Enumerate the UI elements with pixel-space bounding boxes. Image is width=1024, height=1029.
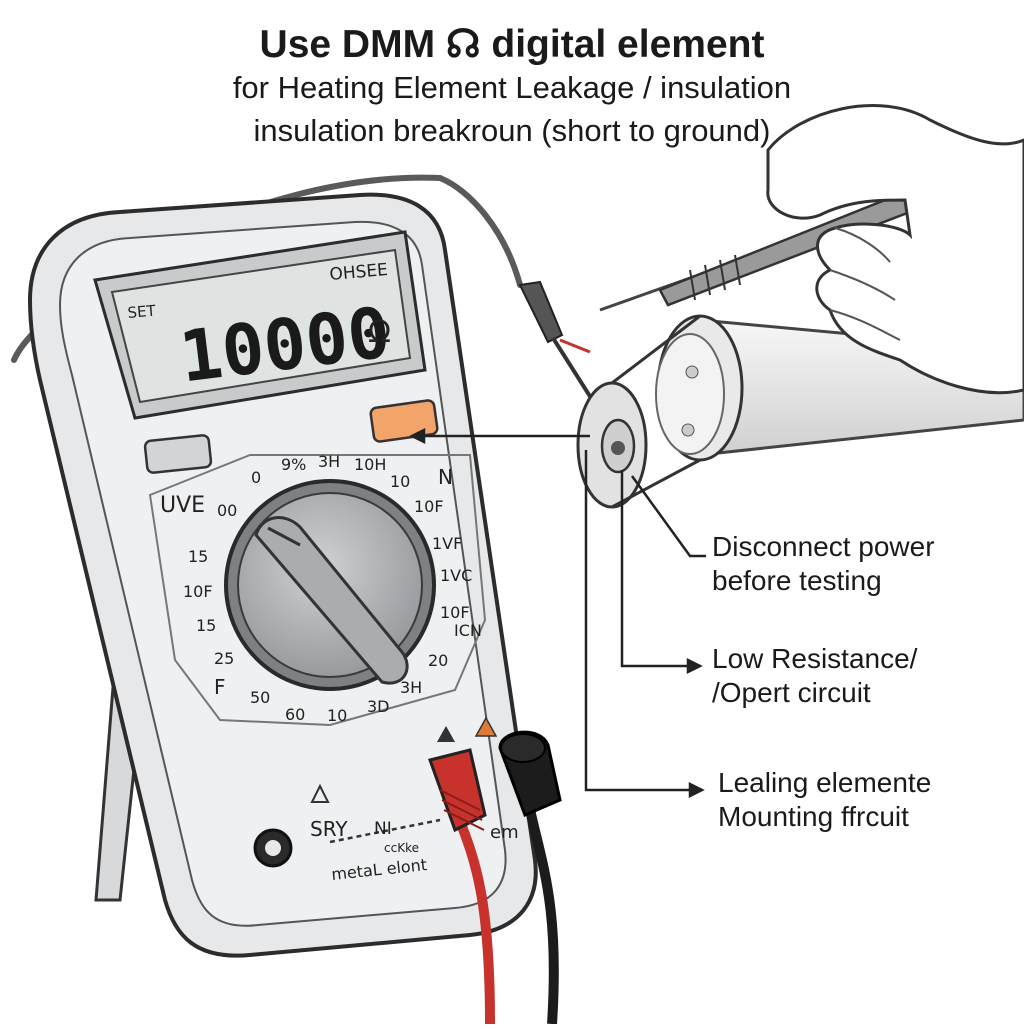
rotary-dial[interactable]	[224, 479, 436, 691]
callout-low-resistance: Low Resistance/ /Opert circuit	[712, 642, 917, 710]
black-test-lead[interactable]	[498, 730, 562, 1025]
dial-label: 00	[217, 501, 237, 520]
dial-label: 15	[196, 616, 216, 635]
lcd-unit: Ω	[368, 315, 391, 350]
probe-lead-wire-2	[437, 175, 523, 288]
title-symbol-icon: ☊	[445, 23, 481, 66]
dial-label: 10F	[440, 603, 470, 622]
dial-label: 1VF	[432, 534, 462, 553]
warning-icon-orange	[474, 716, 498, 737]
callout-leaking: Lealing elemente Mounting ffrcuit	[718, 766, 931, 834]
arrow-disconnect	[630, 475, 706, 558]
callout-arrows	[409, 427, 706, 799]
arrow-leaking	[584, 450, 690, 792]
hand-with-probe	[599, 104, 1024, 395]
callout-disconnect-line2: before testing	[712, 565, 882, 596]
arrowhead-low-resistance	[686, 657, 703, 675]
callout-leaking-line1: Lealing elemente	[718, 767, 932, 798]
dial-label: 1VC	[440, 566, 472, 585]
callout-disconnect: Disconnect power before testing	[712, 530, 935, 598]
dial-label: N	[438, 465, 453, 489]
arrowhead-meter	[409, 427, 426, 445]
callout-low-resistance-line2: /Opert circuit	[712, 677, 871, 708]
dial-label: 3H	[318, 452, 340, 471]
port-label-small: ccKke	[384, 841, 419, 855]
callout-low-resistance-line1: Low Resistance/	[712, 643, 918, 674]
dial-label: 60	[285, 705, 305, 724]
lcd-corner-left: SET	[127, 302, 157, 322]
callout-disconnect-line1: Disconnect power	[712, 531, 935, 562]
dial-scale: UVE 0 9% 3H 10H 10 N 00 10F 1VF 1VC 10F …	[160, 452, 482, 725]
title-suffix: digital element	[491, 23, 765, 66]
dial-mode-label: UVE	[160, 493, 205, 518]
lcd-screen	[110, 248, 412, 404]
arrow-low-resistance	[620, 470, 690, 668]
port-indicator-line	[329, 818, 441, 844]
dial-label: 10F	[183, 582, 213, 601]
function-button[interactable]	[143, 434, 213, 474]
dial-label: 10	[390, 472, 410, 491]
dial-label: 20	[428, 651, 448, 670]
dial-label: 10	[327, 706, 347, 725]
port-label-ni: NI	[374, 819, 392, 839]
port-label-sry: SRY	[310, 817, 348, 841]
dial-label: 25	[214, 649, 234, 668]
dial-label: 3H	[400, 678, 422, 697]
warning-icon	[310, 783, 330, 803]
subtitle-line-1: for Heating Element Leakage / insulation	[232, 70, 792, 105]
dial-label: 3D	[367, 697, 390, 716]
multimeter	[27, 192, 538, 958]
dial-label: ICN	[454, 621, 482, 640]
port-label-em: em	[490, 822, 519, 843]
dial-label: 10H	[354, 455, 386, 474]
callout-leaking-line2: Mounting ffrcuit	[718, 801, 909, 832]
dial-label: 10F	[414, 497, 444, 516]
dial-label: 0	[251, 468, 261, 487]
dial-label: 15	[188, 547, 208, 566]
page-title: Use DMM ☊ digital element	[0, 22, 1024, 67]
dial-label: F	[214, 675, 226, 699]
title-prefix: Use DMM	[259, 23, 436, 66]
subtitle-line-2: insulation breakroun (short to ground)	[253, 113, 771, 148]
arrowhead-leaking	[688, 781, 705, 799]
dial-label: 9%	[281, 455, 306, 474]
warning-icon-dark	[437, 726, 455, 742]
dial-label: 50	[250, 688, 270, 707]
red-test-lead[interactable]	[428, 748, 495, 1025]
